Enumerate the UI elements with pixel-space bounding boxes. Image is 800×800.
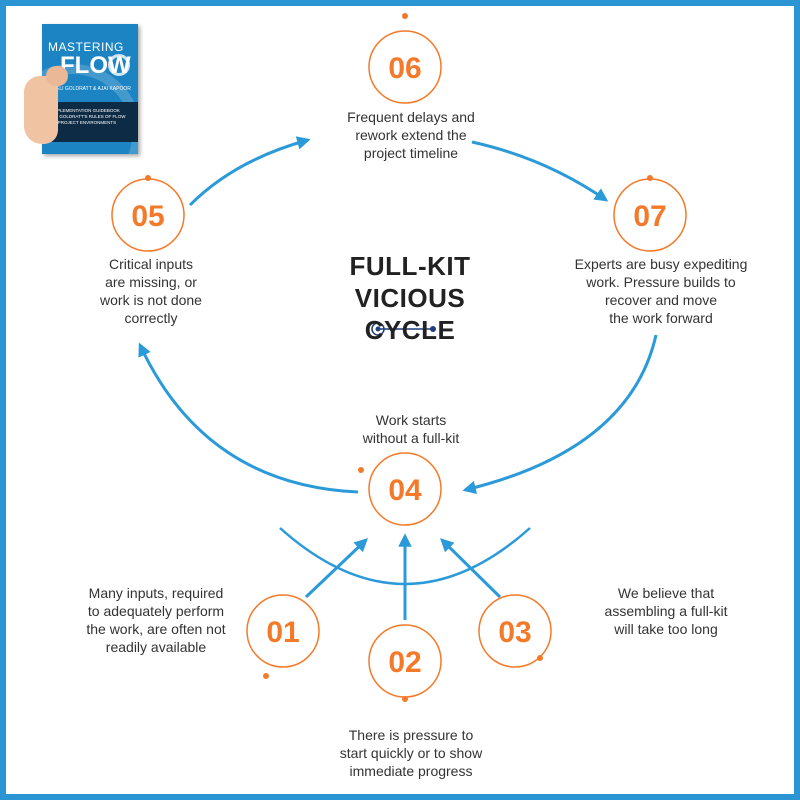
arrow-01-to-04: [304, 538, 368, 599]
node-02-text: There is pressure to start quickly or to…: [339, 727, 483, 779]
node-01-circle: [246, 594, 320, 679]
arrow-06-to-07: [471, 140, 609, 202]
node-06-circle: [368, 13, 442, 104]
node-05-text: Critical inputs are missing, or work is …: [100, 256, 202, 326]
diagram-title: FULL-KIT VICIOUS CYCLE: [349, 251, 471, 345]
node-03-text: We believe that assembling a full-kit wi…: [604, 585, 728, 637]
book-cover-image: MASTERING FLOW ELI GOLDRATT & AJAI KAPOO…: [42, 24, 138, 154]
cover-band: [42, 102, 138, 142]
node-03-circle: [478, 594, 552, 668]
node-01-number: 01: [266, 616, 299, 649]
book-authors: ELI GOLDRATT & AJAI KAPOOR: [56, 86, 131, 92]
node-06-text: Frequent delays and rework extend the pr…: [347, 109, 475, 161]
node-07-circle: [613, 175, 687, 252]
arrow-07-to-04: [462, 334, 658, 495]
node-07-number: 07: [633, 200, 666, 233]
book-title-line1: MASTERING: [48, 40, 124, 54]
node-04-text: Work starts without a full-kit: [362, 412, 460, 446]
title-decoration: [371, 322, 436, 336]
node-06-number: 06: [388, 52, 421, 85]
node-02-number: 02: [388, 646, 421, 679]
cover-logo-ring: [108, 54, 130, 76]
node-03-number: 03: [498, 616, 531, 649]
hand-thumb: [46, 66, 68, 86]
diagram-frame: 01 02 03 04 05 06 07 MASTERING FLOW ELI …: [6, 6, 794, 794]
arrow-04-to-05: [138, 342, 359, 494]
node-04-circle: [358, 452, 442, 526]
arrow-05-to-06: [188, 136, 311, 207]
node-02-circle: [368, 624, 442, 702]
hand-holding-book: [24, 76, 58, 144]
arrow-03-to-04: [440, 538, 502, 599]
node-01-text: Many inputs, required to adequately perf…: [86, 585, 226, 655]
node-07-text: Experts are busy expediting work. Pressu…: [574, 256, 748, 326]
node-05-number: 05: [131, 200, 164, 233]
node-05-circle: [111, 175, 185, 252]
cycle-diagram: 01 02 03 04 05 06 07: [111, 13, 687, 702]
node-04-number: 04: [388, 474, 422, 507]
book-subtitle: IMPLEMENTATION GUIDEBOOK TO GOLDRATT'S R…: [52, 108, 126, 125]
